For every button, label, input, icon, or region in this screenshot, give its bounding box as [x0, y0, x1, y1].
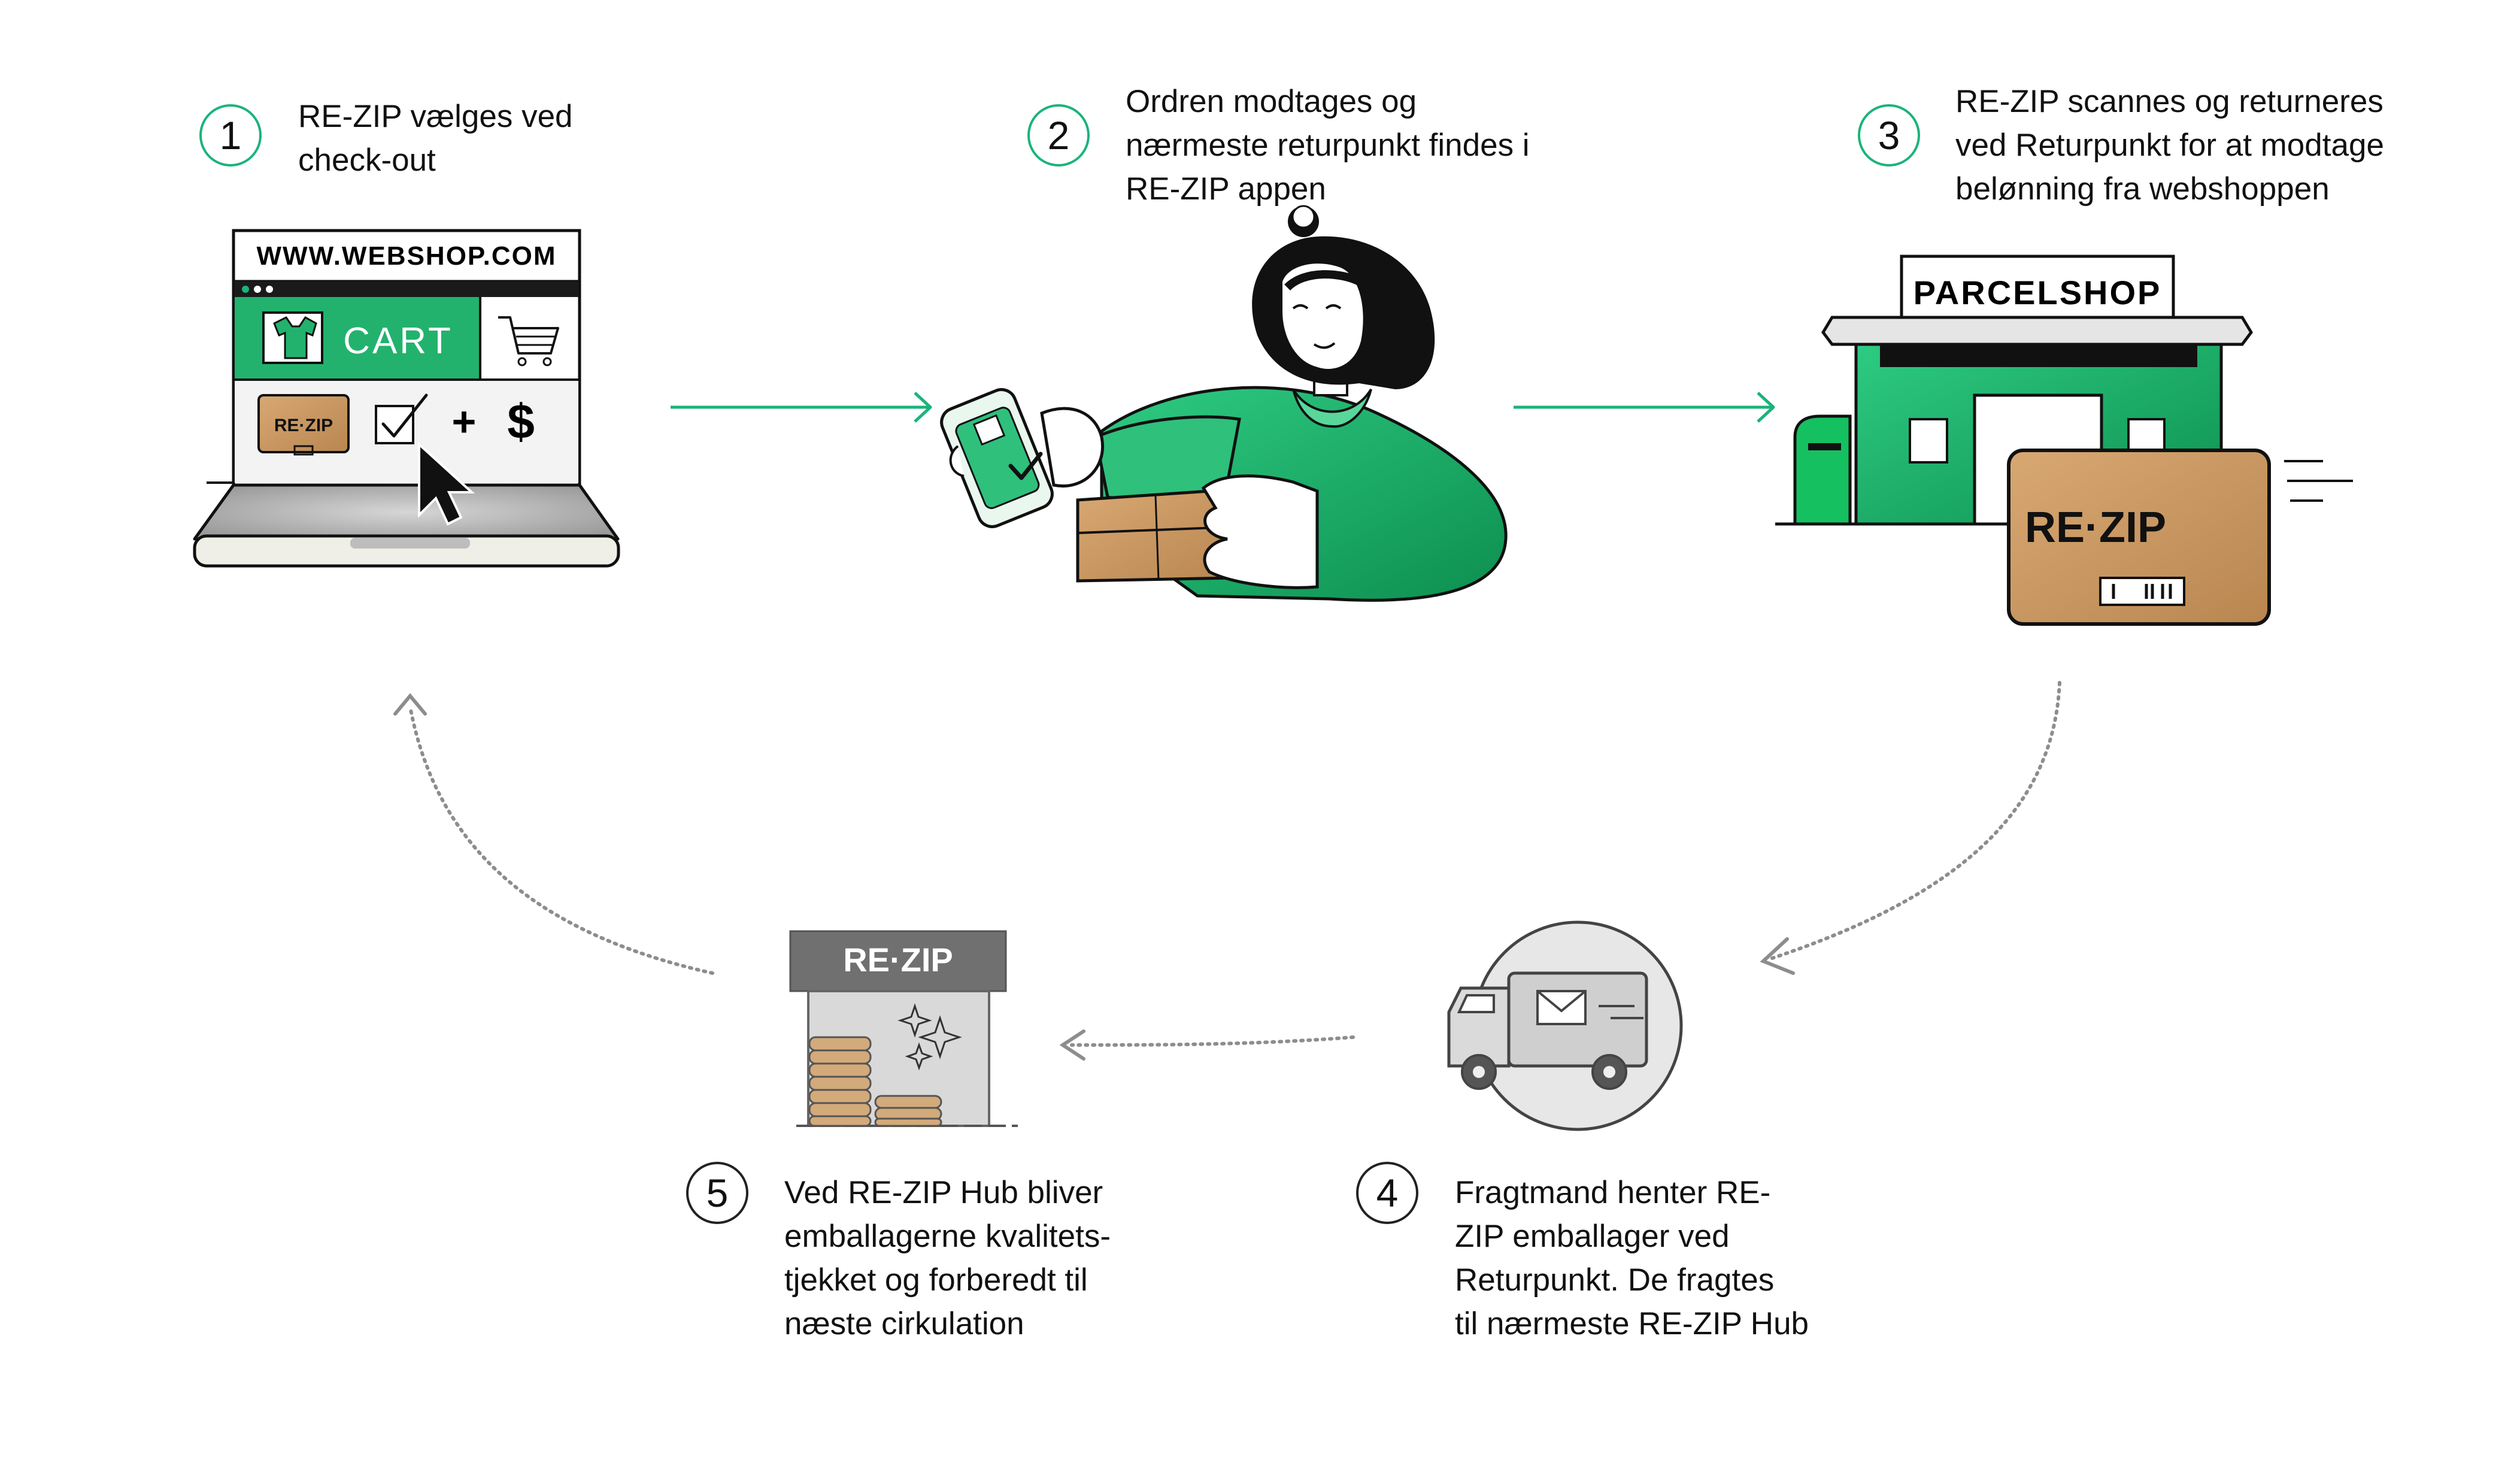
check-icon [1008, 452, 1043, 480]
rezip-box-icon [257, 394, 350, 453]
step-2-line-2: nærmeste returpunkt findes i [1126, 128, 1530, 163]
arrow-1-to-2 [671, 392, 932, 423]
step-3-number: 3 [1858, 104, 1920, 166]
step-1-line-2: check-out [298, 143, 436, 178]
checkbox-icon [375, 405, 414, 444]
rezip-badge: RE·ZIP [274, 416, 333, 435]
step-2-line-1: Ordren modtages og [1126, 84, 1417, 119]
step-4-number: 4 [1356, 1162, 1418, 1224]
step-1-text: RE-ZIP vælges ved check-out [298, 95, 573, 182]
arrow-2-to-3 [1514, 392, 1775, 423]
truck-illustration [1447, 920, 1683, 1131]
step-5-line-3: tjekket og forberedt til [784, 1262, 1088, 1298]
step-4-line-2: ZIP emballager ved [1455, 1219, 1730, 1254]
arrow-4-to-5 [1059, 1029, 1355, 1061]
step-4-line-4: til nærmeste RE-ZIP Hub [1455, 1306, 1809, 1341]
step-5-line-4: næste cirkulation [784, 1306, 1024, 1341]
cursor-icon [418, 441, 475, 526]
step-3-line-1: RE-ZIP scannes og returneres [1955, 84, 2383, 119]
webshop-url: WWW.WEBSHOP.COM [257, 241, 557, 271]
step-1-line-1: RE-ZIP vælges ved [298, 99, 573, 134]
parcelshop-sign [1900, 255, 2175, 327]
face [1280, 261, 1366, 371]
step-4-text: Fragtmand henter RE- ZIP emballager ved … [1455, 1171, 1809, 1346]
barcode-icon [972, 414, 1006, 446]
step-4-line-1: Fragtmand henter RE- [1455, 1175, 1771, 1210]
mailbox [1793, 414, 1852, 526]
cart-label: CART [343, 320, 453, 362]
step-5-number: 5 [686, 1162, 748, 1224]
stacked-boxes [808, 1036, 942, 1127]
step-3-line-3: belønning fra webshoppen [1955, 171, 2330, 207]
step-3-line-2: ved Returpunkt for at modtage [1955, 128, 2384, 163]
arrow-3-to-4 [1760, 681, 2061, 975]
parcelshop-label: PARCELSHOP [1913, 274, 2162, 311]
step-1-number: 1 [199, 104, 262, 166]
dollar-sign: $ [507, 395, 535, 449]
step-5-line-1: Ved RE-ZIP Hub bliver [784, 1175, 1103, 1210]
arrow-5-to-1 [393, 693, 714, 975]
rezip-parcel [2007, 449, 2271, 626]
laptop-illustration: WWW.WEBSHOP.COM CART RE·ZIP + $ [193, 229, 620, 568]
step-2-text: Ordren modtages og nærmeste returpunkt f… [1126, 80, 1530, 211]
step-2-number: 2 [1027, 104, 1090, 166]
sparkle-icon [897, 1003, 962, 1071]
shopping-cart-icon [498, 316, 559, 366]
hub-roof [789, 930, 1007, 992]
parcel-brand: RE·ZIP [2025, 504, 2166, 552]
plus-sign: + [452, 398, 477, 445]
step-4-line-3: Returpunkt. De fragtes [1455, 1262, 1775, 1298]
step-5-line-2: emballagerne kvalitets- [784, 1219, 1111, 1254]
step-3-text: RE-ZIP scannes og returneres ved Returpu… [1955, 80, 2384, 211]
step-5-text: Ved RE-ZIP Hub bliver emballagerne kvali… [784, 1171, 1111, 1346]
woman-illustration [940, 205, 1508, 602]
step-2-line-3: RE-ZIP appen [1126, 171, 1326, 207]
hub-illustration: RE·ZIP [789, 930, 1018, 1127]
hub-sign: RE·ZIP [843, 941, 953, 979]
laptop-keyboard [193, 483, 620, 541]
parcelshop-illustration: PARCELSHOP RE·ZIP [1775, 255, 2353, 626]
